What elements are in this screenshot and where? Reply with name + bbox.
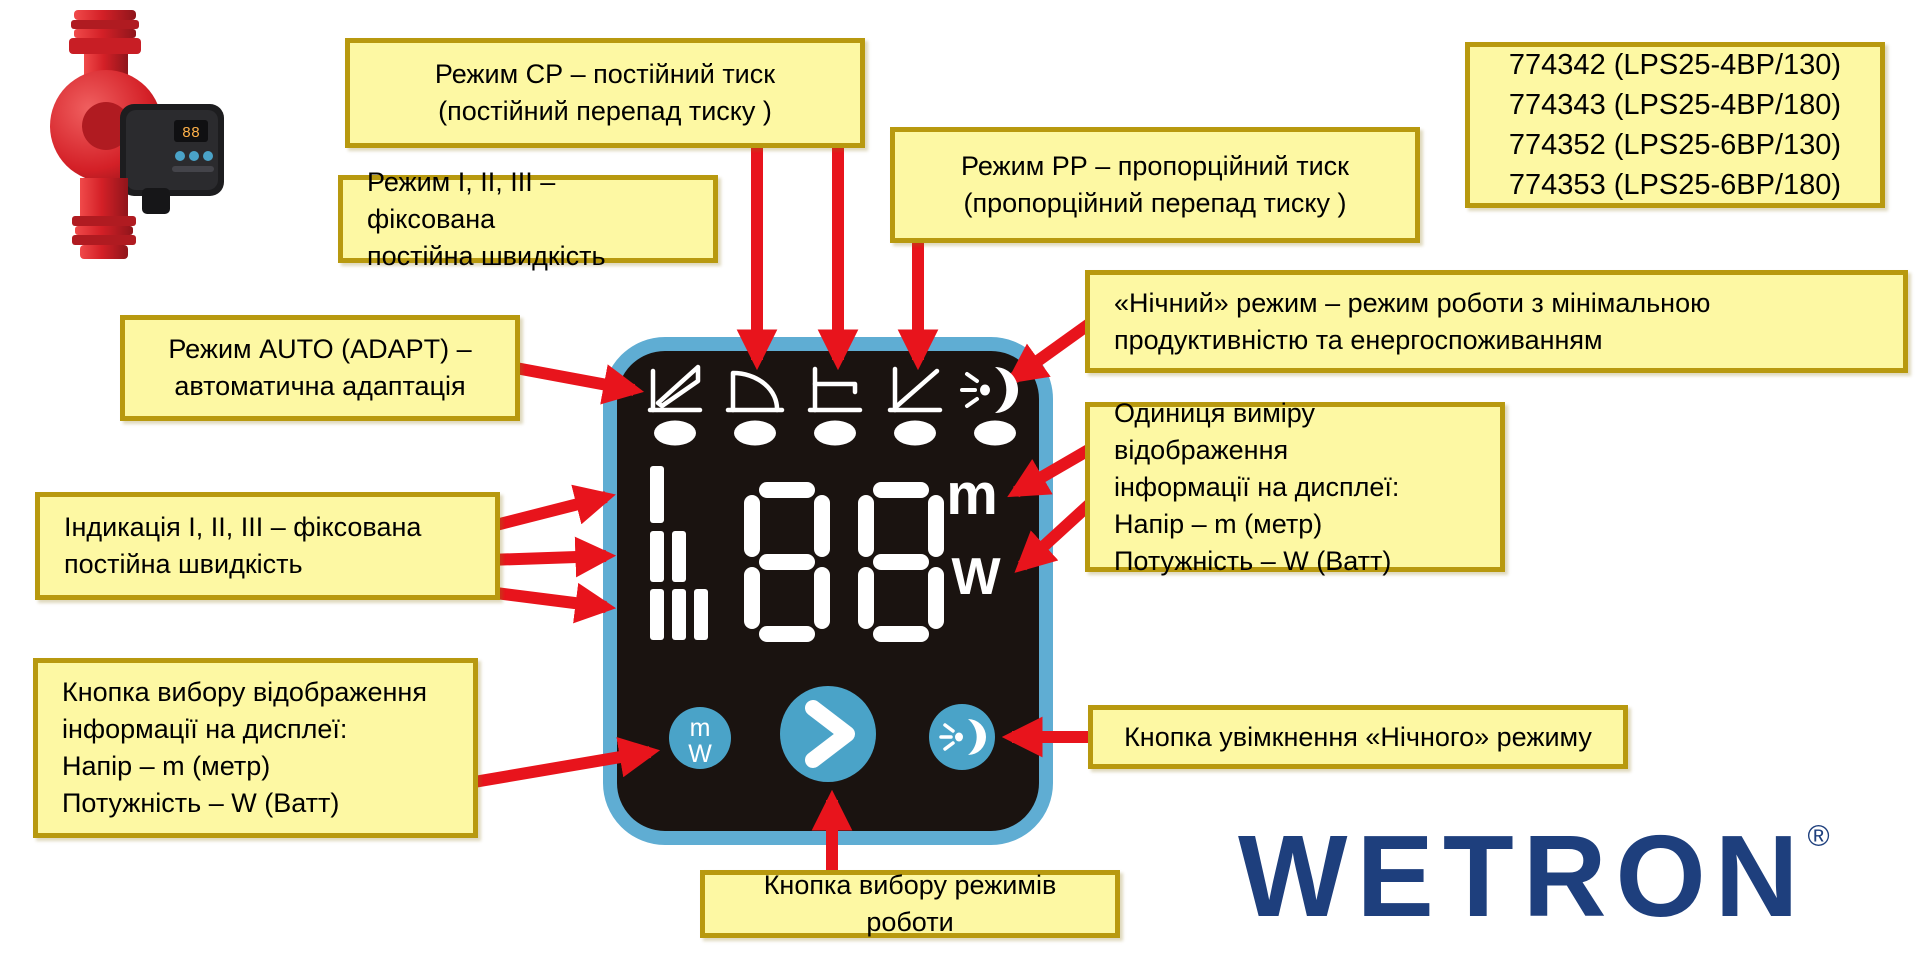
callout-line: постійна швидкість (367, 240, 606, 271)
product-code: 774343 (LPS25-4BP/180) (1508, 89, 1842, 121)
product-code: 774353 (LPS25-6BP/180) (1508, 169, 1842, 201)
callout-line: Кнопка вибору режимів роботи (763, 870, 1057, 937)
callout-display-button: Кнопка вибору відображення інформації на… (33, 658, 478, 838)
callout-line: Режим РР – пропорційний тиск (961, 151, 1349, 181)
callout-line: Одиниця виміру відображення (1114, 397, 1316, 465)
callout-night-button: Кнопка увімкнення «Нічного» режиму (1088, 705, 1628, 769)
callout-line: постійна швидкість (64, 549, 303, 579)
callout-line: Потужність – W (Ватт) (1114, 545, 1392, 576)
callout-line: продуктивністю та енергоспоживанням (1114, 324, 1603, 355)
callout-line: Режим І, ІІ, ІІІ – фіксована (367, 166, 556, 234)
callout-line: (пропорційний перепад тиску ) (963, 188, 1347, 218)
callout-line: Режим AUTO (ADAPT) – (168, 334, 472, 364)
callout-line: інформації на дисплеї: (1114, 471, 1400, 502)
callout-line: Кнопка вибору відображення (62, 677, 427, 707)
callout-fixed-mode: Режим І, ІІ, ІІІ – фіксована постійна шв… (338, 167, 718, 271)
arrow-indication-1 (486, 484, 616, 533)
callout-line: Потужність – W (Ватт) (62, 788, 340, 818)
product-code: 774352 (LPS25-6BP/130) (1508, 129, 1842, 161)
callout-auto-mode: Режим AUTO (ADAPT) – автоматична адаптац… (120, 315, 520, 421)
arrow-indication-2 (487, 536, 617, 578)
callout-line: Індикація І, ІІ, ІІІ – фіксована (64, 512, 422, 542)
callout-line: Режим СР – постійний тиск (434, 59, 776, 89)
wetron-logo-text: WETRON (1238, 811, 1808, 941)
arrow-indication-3 (487, 582, 617, 624)
callout-line: Напір – m (метр) (62, 751, 271, 781)
callout-pp-mode: Режим РР – пропорційний тиск (пропорційн… (890, 127, 1420, 243)
wetron-logo: WETRON® (1238, 818, 1830, 934)
callout-line: інформації на дисплеї: (62, 714, 348, 744)
product-codes-box: 774342 (LPS25-4BP/130) 774343 (LPS25-4BP… (1465, 42, 1885, 208)
callout-line: Кнопка увімкнення «Нічного» режиму (1124, 721, 1592, 752)
callout-units: Одиниця виміру відображення інформації н… (1085, 398, 1505, 576)
callout-cp-mode: Режим СР – постійний тиск (постійний пер… (345, 38, 865, 148)
pump-photo: 88 (50, 10, 224, 259)
registered-mark: ® (1807, 820, 1830, 853)
display-value: 88 (0, 0, 1, 1)
callout-line: Напір – m (метр) (1114, 508, 1323, 539)
callout-line: автоматична адаптація (174, 371, 466, 401)
svg-text:88: 88 (182, 125, 200, 142)
callout-mode-button: Кнопка вибору режимів роботи (700, 870, 1120, 938)
callout-line: «Нічний» режим – режим роботи з мінімаль… (1114, 287, 1711, 318)
callout-line: (постійний перепад тиску ) (438, 96, 772, 126)
callout-indication: Індикація І, ІІ, ІІІ – фіксована постійн… (35, 492, 500, 600)
product-code: 774342 (LPS25-4BP/130) (1508, 49, 1842, 81)
control-panel (603, 337, 1053, 845)
callout-night-mode: «Нічний» режим – режим роботи з мінімаль… (1085, 270, 1908, 373)
